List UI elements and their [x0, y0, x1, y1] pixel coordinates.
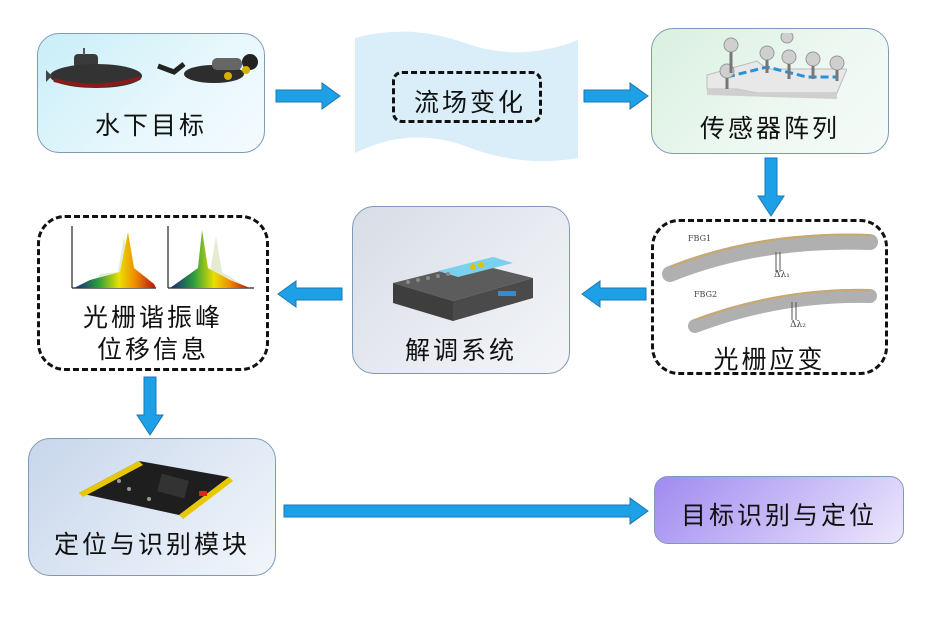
circuit-board-icon [79, 461, 233, 519]
submarine-icon [46, 48, 142, 88]
arrow-module-to-result [283, 497, 649, 525]
node-label: 传感器阵列 [699, 114, 840, 143]
node-peak-shift: 光栅谐振峰 位移信息 [37, 215, 269, 371]
fbg1-label: FBG1 [688, 234, 712, 243]
node-sensor-array: 传感器阵列 [651, 28, 889, 154]
node-locate-module: 定位与识别模块 [28, 438, 276, 576]
flow-change-dashed-frame [392, 71, 542, 123]
arrow-target-to-flow [275, 82, 341, 110]
demodulator-device-icon [393, 257, 533, 321]
arrow-peak-to-module [136, 376, 164, 436]
arrow-sensor-to-strain [757, 157, 785, 217]
sensor-array-icon [706, 33, 847, 99]
node-label-line2: 位移信息 [96, 335, 209, 364]
spectrum-chart-icon [71, 226, 254, 289]
fbg2-label: FBG2 [694, 290, 718, 299]
node-label-line1: 光栅谐振峰 [82, 303, 223, 332]
wave-banner-shape [355, 31, 578, 162]
node-label: 解调系统 [404, 336, 517, 365]
node-underwater-target: 水下目标 [37, 33, 265, 153]
fbg-fiber-icon [662, 233, 878, 333]
arrow-demod-to-peak [277, 280, 343, 308]
arrow-strain-to-demod [581, 280, 647, 308]
node-label: 流场变化 [413, 88, 526, 117]
arrow-flow-to-sensor [583, 82, 649, 110]
node-grating-strain: FBG1 FBG2 Δλ₁ Δλ₂ 光栅应变 [651, 219, 888, 375]
delta-lambda2-label: Δλ₂ [790, 320, 806, 330]
delta-lambda1-label: Δλ₁ [774, 270, 790, 280]
node-flow-change: 流场变化 [350, 28, 580, 168]
diver-icon [157, 54, 258, 83]
node-label: 定位与识别模块 [53, 530, 250, 559]
node-label: 光栅应变 [713, 345, 826, 374]
node-demod-system: 解调系统 [352, 206, 570, 374]
node-result: 目标识别与定位 [654, 476, 904, 544]
node-label: 水下目标 [94, 111, 207, 140]
node-label: 目标识别与定位 [680, 501, 877, 530]
